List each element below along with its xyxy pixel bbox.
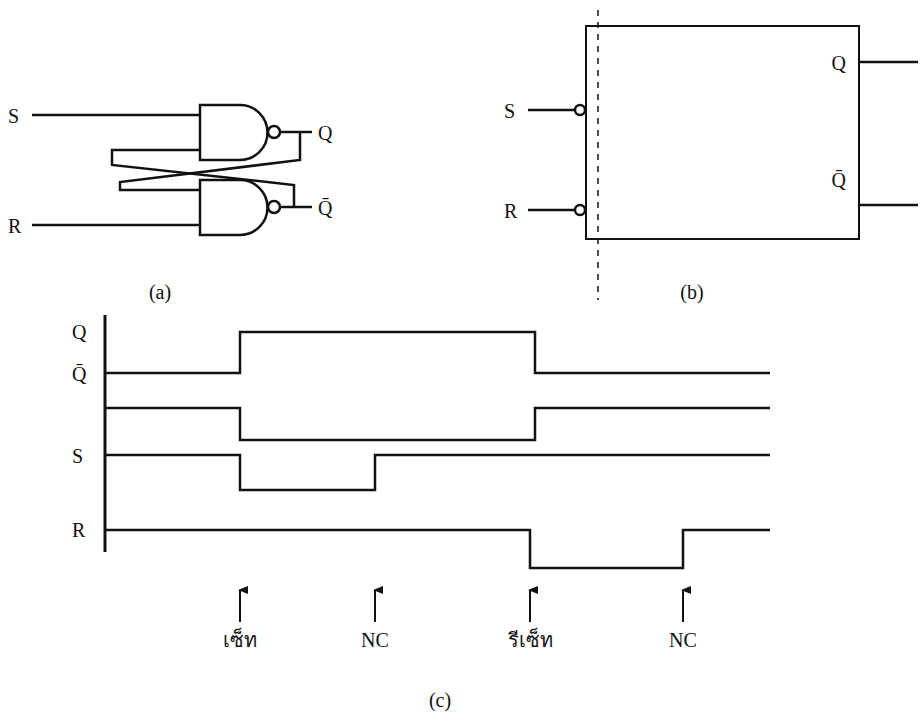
- output-name: Q̄: [318, 198, 332, 218]
- s-wire: [528, 109, 575, 112]
- figure-label: (c): [429, 690, 451, 710]
- event-arrow: [682, 590, 684, 622]
- event-label: รีเซ็ท: [508, 630, 553, 650]
- inversion-bubble: [268, 126, 280, 138]
- inversion-bubble: [575, 205, 585, 215]
- signal-name: R: [8, 216, 21, 236]
- figure-label: (b): [680, 282, 703, 302]
- output-name: Q: [832, 53, 846, 73]
- event-label: เซ็ท: [223, 630, 257, 650]
- r-wire: [528, 209, 575, 212]
- signal-name: R: [72, 520, 85, 540]
- output-name: Q̄: [832, 170, 846, 190]
- signal-name: S: [72, 446, 83, 466]
- signal-name: S: [504, 101, 515, 121]
- signal-name: Q: [72, 322, 86, 342]
- s-wire: [32, 114, 200, 117]
- output-name: Q: [318, 123, 332, 143]
- r-wire: [32, 224, 200, 227]
- latch-block: Q Q̄: [585, 25, 860, 240]
- event-arrow: [374, 590, 376, 622]
- feedback-wire: [112, 150, 294, 207]
- time-axis: [104, 315, 107, 552]
- q-wire: [860, 61, 918, 64]
- signal-name: Q̄: [72, 364, 86, 384]
- event-label: NC: [361, 630, 389, 650]
- signal-name: R: [504, 201, 517, 221]
- qbar-wire: [280, 206, 312, 209]
- signal-name: S: [8, 106, 19, 126]
- figure-label: (a): [149, 282, 171, 302]
- feedback-wire: [120, 132, 300, 190]
- inversion-bubble: [575, 105, 585, 115]
- nand-gate: [200, 180, 267, 235]
- qbar-wire: [860, 204, 918, 207]
- inversion-bubble: [268, 201, 280, 213]
- event-arrow: [529, 590, 531, 622]
- event-label: NC: [669, 630, 697, 650]
- nand-gate: [200, 105, 267, 160]
- s-waveform: [105, 455, 770, 490]
- q-wire: [280, 131, 312, 134]
- fold-line: [597, 10, 599, 300]
- r-waveform: [105, 530, 770, 568]
- q-waveform: [105, 332, 770, 373]
- qbar-waveform: [105, 408, 770, 440]
- event-arrow: [239, 590, 241, 622]
